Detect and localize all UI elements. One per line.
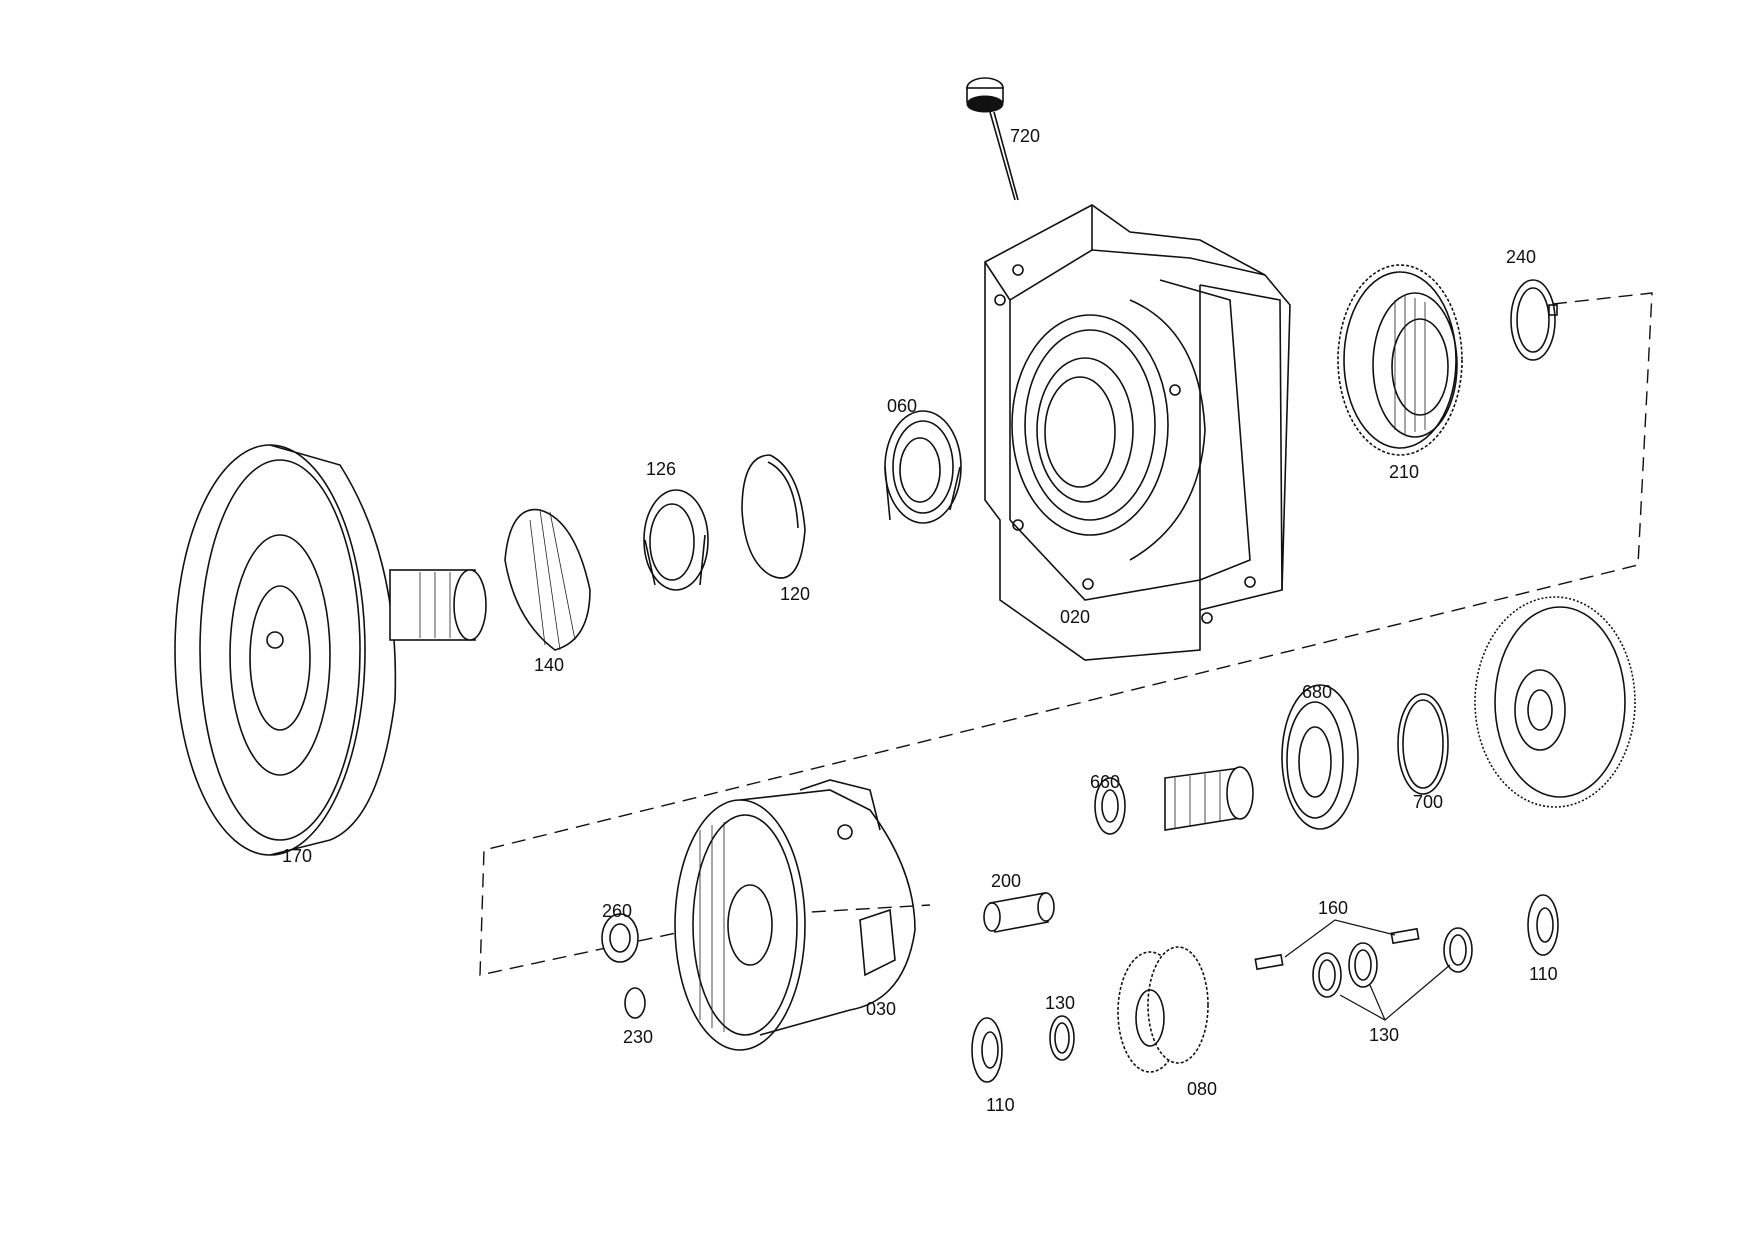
callout-110-left: 110 xyxy=(986,1095,1015,1115)
part-170-flange xyxy=(174,444,487,856)
part-660-bearing xyxy=(1094,777,1126,835)
part-020-housing xyxy=(984,204,1291,661)
callout-120: 120 xyxy=(780,584,810,604)
part-700-circlip xyxy=(1397,693,1449,795)
callout-200: 200 xyxy=(991,871,1021,891)
callout-720: 720 xyxy=(1010,126,1040,146)
callout-080: 080 xyxy=(1187,1079,1217,1099)
part-060-bearing xyxy=(884,410,962,524)
part-030-carrier xyxy=(674,779,916,1051)
part-230-circlip xyxy=(624,987,646,1019)
part-080-planet-gear xyxy=(1117,946,1209,1073)
callout-140: 140 xyxy=(534,655,564,675)
part-200-bushing xyxy=(983,892,1055,933)
part-120-circlip xyxy=(741,454,806,579)
part-210-gear xyxy=(1337,264,1463,456)
part-720-dipstick xyxy=(966,77,1019,201)
assembly-boundary-line xyxy=(479,292,1653,976)
callout-230: 230 xyxy=(623,1027,653,1047)
part-240-locknut xyxy=(1510,279,1558,361)
part-126-spacer xyxy=(643,489,709,591)
part-110-washer-left xyxy=(971,1017,1003,1083)
callout-260: 260 xyxy=(602,901,632,921)
callout-680: 680 xyxy=(1302,682,1332,702)
callout-110-right: 110 xyxy=(1529,964,1558,984)
callout-170: 170 xyxy=(282,846,312,866)
callout-210: 210 xyxy=(1389,462,1419,482)
callout-126: 126 xyxy=(646,459,676,479)
callout-060: 060 xyxy=(887,396,917,416)
part-110-washer-right xyxy=(1527,894,1559,956)
callout-020: 020 xyxy=(1060,607,1090,627)
callout-130-right: 130 xyxy=(1369,1025,1399,1045)
part-140-cover xyxy=(504,508,591,651)
part-160-pins xyxy=(1254,919,1420,971)
part-130-washer-left xyxy=(1049,1015,1075,1061)
callout-030: 030 xyxy=(866,999,896,1019)
callout-160: 160 xyxy=(1318,898,1348,918)
part-planet-carrier-right xyxy=(1474,596,1636,808)
part-spline-shaft xyxy=(1164,766,1254,831)
part-680-bearing xyxy=(1281,684,1359,830)
callout-700: 700 xyxy=(1413,792,1443,812)
callout-240: 240 xyxy=(1506,247,1536,267)
callout-130-left: 130 xyxy=(1045,993,1075,1013)
callout-660: 660 xyxy=(1090,772,1120,792)
part-260-bearing xyxy=(601,913,639,963)
part-130-washers-right xyxy=(1312,927,1473,1021)
